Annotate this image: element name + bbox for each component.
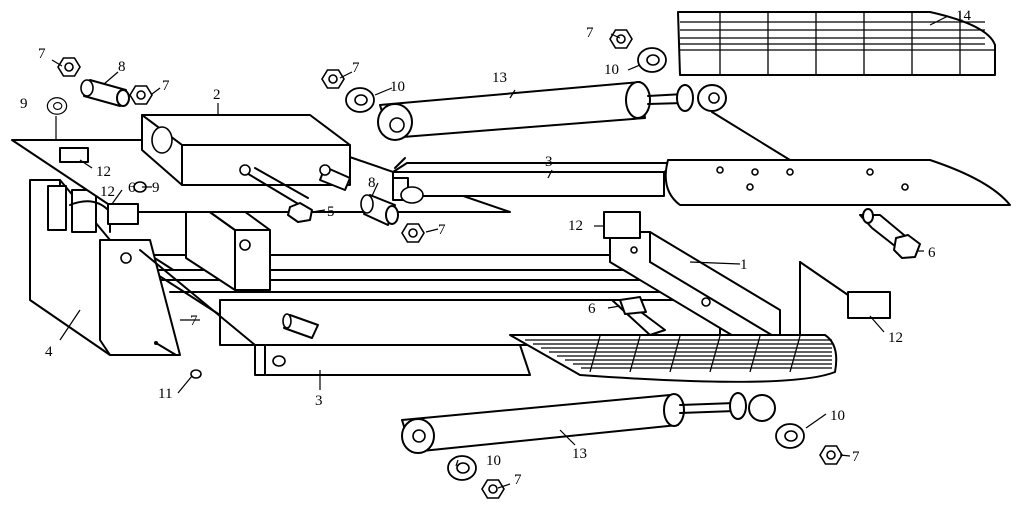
label-7f: 7 — [514, 472, 522, 488]
upper-cylinder — [377, 81, 791, 161]
left-hinge-bracket — [29, 179, 181, 356]
label-8b: 8 — [368, 175, 376, 191]
label-3a: 3 — [545, 154, 553, 170]
label-10d: 10 — [830, 408, 845, 424]
label-10b: 10 — [604, 62, 619, 78]
label-7g: 7 — [852, 449, 860, 465]
pin-upper-left — [80, 79, 130, 107]
label-4: 4 — [45, 344, 53, 360]
pin-center — [360, 194, 399, 226]
lower-cylinder — [401, 392, 776, 454]
label-12d: 12 — [888, 330, 903, 346]
label-3b: 3 — [315, 393, 323, 409]
leader-lines — [51, 15, 949, 489]
label-10a: 10 — [390, 79, 405, 95]
label-2: 2 — [213, 87, 221, 103]
label-13b: 13 — [572, 446, 587, 462]
upper-platform-grid — [680, 12, 985, 75]
upper-arm — [392, 162, 681, 204]
label-12b: 12 — [100, 184, 115, 200]
label-9b: 9 — [152, 180, 160, 196]
label-1: 1 — [740, 257, 748, 273]
label-12c: 12 — [568, 218, 583, 234]
pin-lower-center — [282, 313, 319, 339]
label-5: 5 — [327, 204, 335, 220]
label-13a: 13 — [492, 70, 507, 86]
upper-footplate — [664, 159, 1011, 206]
label-7e: 7 — [586, 25, 594, 41]
reference-labels: 1 2 3 3 4 5 6 6 6 7 7 7 7 7 7 7 7 8 8 9 … — [20, 8, 972, 488]
bolt-middle — [611, 296, 666, 336]
upper-channel-block — [141, 114, 351, 186]
guide-blocks — [59, 147, 891, 319]
label-9a: 9 — [20, 96, 28, 112]
label-10c: 10 — [486, 453, 501, 469]
label-7b: 7 — [162, 78, 170, 94]
label-7c: 7 — [352, 60, 360, 76]
lower-arm — [139, 249, 531, 376]
label-7d: 7 — [438, 222, 446, 238]
label-14: 14 — [956, 8, 972, 24]
label-11: 11 — [158, 386, 172, 402]
fasteners — [46, 29, 843, 499]
label-6b: 6 — [928, 245, 936, 261]
label-8a: 8 — [118, 59, 126, 75]
label-6a: 6 — [128, 180, 136, 196]
label-12a: 12 — [96, 164, 111, 180]
lower-footplate-grid — [525, 335, 832, 373]
label-7a: 7 — [38, 46, 46, 62]
label-7h: 7 — [190, 313, 198, 329]
bolt-right — [859, 208, 921, 259]
label-6c: 6 — [588, 301, 596, 317]
bolts-center — [239, 164, 351, 223]
main-frame — [149, 231, 849, 346]
